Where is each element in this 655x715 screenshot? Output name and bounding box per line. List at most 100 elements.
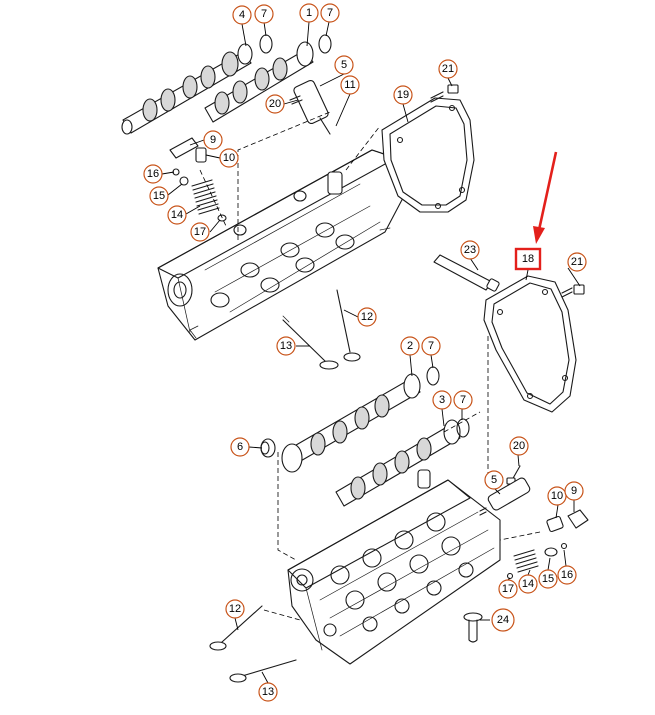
valve-lower-b [229,659,297,683]
svg-text:10: 10 [551,490,563,502]
bolt-24 [463,612,483,643]
svg-text:13: 13 [262,686,274,698]
svg-text:15: 15 [542,573,554,585]
seal-ring-top-a [259,34,273,54]
callout-9[interactable]: 9 [564,481,584,501]
callout-12[interactable]: 12 [357,307,377,327]
svg-text:5: 5 [491,474,497,486]
leader-18 [525,269,529,281]
callout-17[interactable]: 17 [190,222,210,242]
svg-text:24: 24 [497,614,509,626]
svg-text:10: 10 [223,152,235,164]
callout-6[interactable]: 6 [230,437,250,457]
callout-20[interactable]: 20 [265,94,285,114]
callout-7[interactable]: 7 [320,3,340,23]
callout-3[interactable]: 3 [432,390,452,410]
callout-7[interactable]: 7 [254,4,274,24]
callout-16[interactable]: 16 [143,164,163,184]
cover-gasket-upper [381,97,475,213]
rocker-lower [567,509,589,529]
svg-text:7: 7 [327,7,333,19]
svg-text:3: 3 [439,394,445,406]
svg-text:2: 2 [407,340,413,352]
callout-4[interactable]: 4 [232,5,252,25]
svg-text:20: 20 [269,98,281,110]
svg-text:13: 13 [280,340,292,352]
callout-5[interactable]: 5 [334,55,354,75]
callout-18-highlighted[interactable]: 18 [514,247,542,271]
svg-text:16: 16 [561,569,573,581]
valve-upper-a [336,289,361,362]
valve-upper-b [282,315,339,370]
svg-text:9: 9 [210,134,216,146]
callout-15[interactable]: 15 [149,186,169,206]
svg-text:18: 18 [522,253,534,265]
tappet-upper [195,147,207,163]
callout-19[interactable]: 19 [393,85,413,105]
cylinder-head-upper [157,149,405,341]
callout-23[interactable]: 23 [460,240,480,260]
svg-text:12: 12 [361,311,373,323]
svg-text:4: 4 [239,9,245,21]
svg-text:19: 19 [397,89,409,101]
tappet-lower [546,515,564,533]
svg-text:1: 1 [306,7,312,19]
svg-text:11: 11 [344,79,355,91]
svg-text:16: 16 [147,168,159,180]
highlight-arrow [533,151,558,244]
keeper-lower [560,542,568,550]
svg-text:14: 14 [522,578,534,590]
callout-20[interactable]: 20 [509,436,529,456]
valve-spring-upper [191,179,220,215]
svg-text:21: 21 [442,63,454,75]
svg-text:20: 20 [513,440,525,452]
callout-1[interactable]: 1 [299,3,319,23]
seal-ring-mid-a [426,366,440,386]
assembly-lines [199,111,541,621]
callout-13[interactable]: 13 [276,336,296,356]
callout-10[interactable]: 10 [219,148,239,168]
leader-lines [161,21,581,684]
svg-text:7: 7 [261,8,267,20]
svg-text:23: 23 [464,244,476,256]
cylinder-head-lower [287,469,501,665]
callout-7[interactable]: 7 [453,390,473,410]
callout-16[interactable]: 16 [557,565,577,585]
svg-text:6: 6 [237,441,243,453]
svg-text:7: 7 [460,394,466,406]
svg-text:21: 21 [571,256,583,268]
cover-gasket-right [483,275,577,413]
end-plug [260,438,276,458]
bolt-right [561,284,585,298]
svg-text:5: 5 [341,59,347,71]
camshaft-adjuster-valve-lower [479,477,531,516]
seal-ring-top-b [318,34,332,54]
callout-21[interactable]: 21 [438,59,458,79]
svg-text:17: 17 [502,583,514,595]
callout-7[interactable]: 7 [421,336,441,356]
camshaft-adjuster-valve-top [289,79,331,135]
callout-14[interactable]: 14 [167,205,187,225]
callout-13[interactable]: 13 [258,682,278,702]
rocker-upper [169,137,199,159]
seal-lower [506,572,514,580]
bolt-upper [430,84,459,103]
camshaft-lower-a [281,373,421,473]
callout-9[interactable]: 9 [203,130,223,150]
callout-14[interactable]: 14 [518,574,538,594]
callout-15[interactable]: 15 [538,569,558,589]
valve-lower-a [209,605,263,651]
svg-text:15: 15 [153,190,165,202]
callout-12[interactable]: 12 [225,599,245,619]
callout-11[interactable]: 11 [340,75,360,95]
camshaft-lower-b [335,419,461,507]
callout-10[interactable]: 10 [547,486,567,506]
camshaft-upper-intake [121,43,253,135]
callout-17[interactable]: 17 [498,579,518,599]
callout-21[interactable]: 21 [567,252,587,272]
callout-2[interactable]: 2 [400,336,420,356]
callout-24[interactable]: 24 [491,608,515,632]
callout-5[interactable]: 5 [484,470,504,490]
